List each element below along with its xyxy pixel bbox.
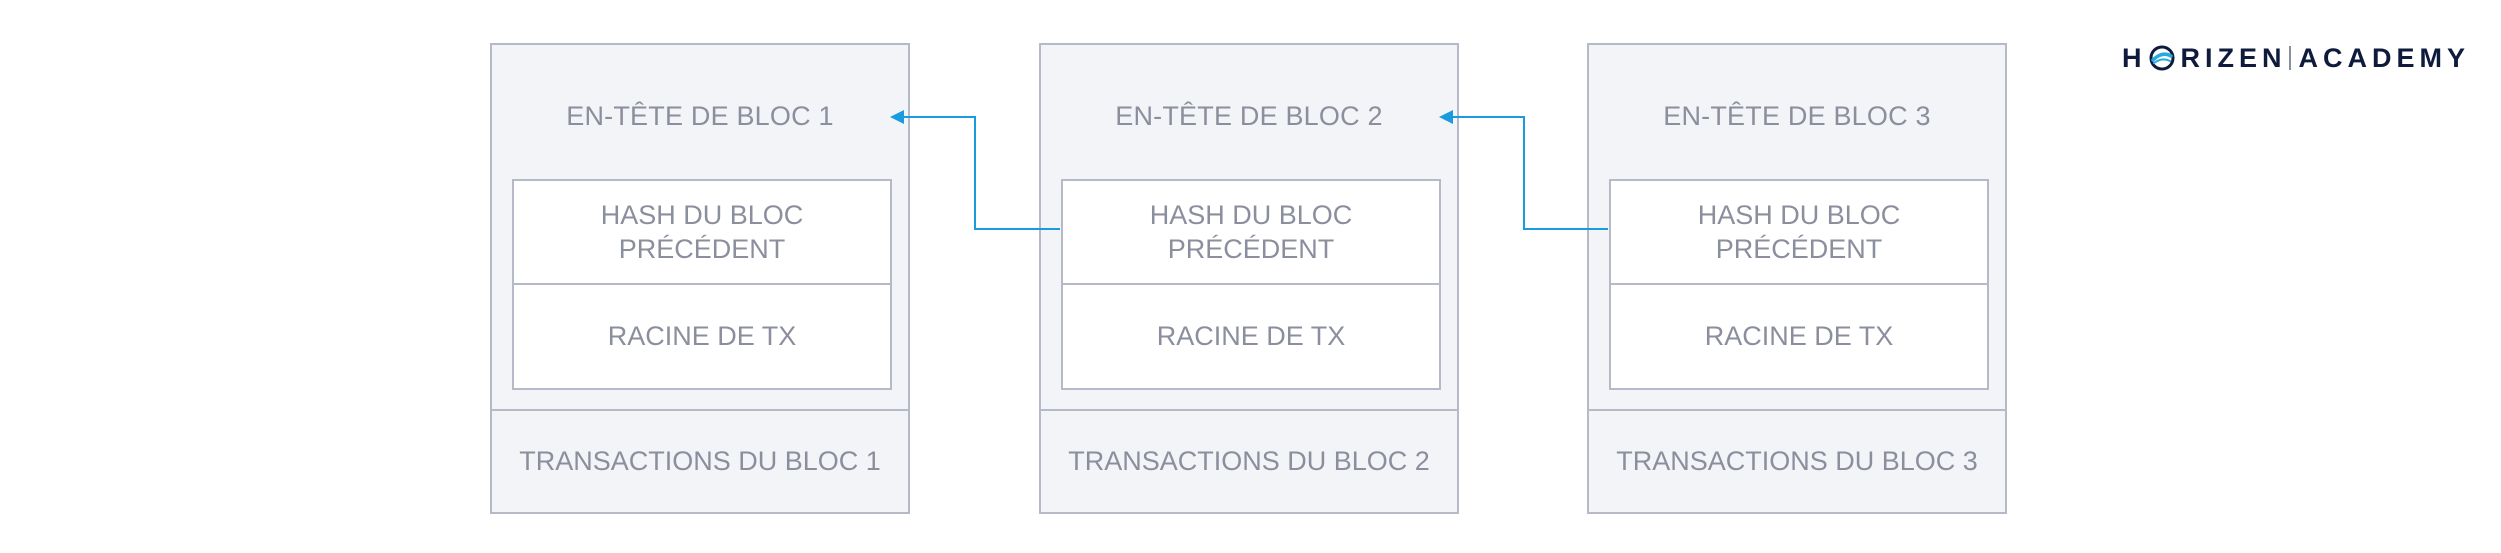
logo-brand-suffix: RIZEN — [2180, 42, 2287, 73]
block-transactions: TRANSACTIONS DU BLOC 1 — [519, 446, 881, 476]
link-block-2-to-block-1 — [890, 110, 1060, 230]
logo-product: ACADEMY — [2298, 42, 2471, 73]
block-transactions: TRANSACTIONS DU BLOC 2 — [1068, 446, 1430, 476]
header-fields: HASH DU BLOC PRÉCÉDENT RACINE DE TX — [1061, 179, 1441, 390]
previous-hash-field: HASH DU BLOC PRÉCÉDENT — [514, 181, 890, 285]
block-3: EN-TÊTE DE BLOC 3 HASH DU BLOC PRÉCÉDENT… — [1587, 43, 2007, 514]
block-1: EN-TÊTE DE BLOC 1 HASH DU BLOC PRÉCÉDENT… — [490, 43, 910, 514]
tx-root-field: RACINE DE TX — [1156, 321, 1346, 351]
link-block-3-to-block-2 — [1439, 110, 1608, 230]
header-fields: HASH DU BLOC PRÉCÉDENT RACINE DE TX — [1609, 179, 1989, 390]
block-header: EN-TÊTE DE BLOC 1 HASH DU BLOC PRÉCÉDENT… — [492, 45, 908, 411]
block-header: EN-TÊTE DE BLOC 3 HASH DU BLOC PRÉCÉDENT… — [1589, 45, 2005, 411]
tx-root-field: RACINE DE TX — [1704, 321, 1894, 351]
link-line — [1451, 116, 1608, 230]
horizen-o-icon — [2149, 45, 2175, 71]
block-header: EN-TÊTE DE BLOC 2 HASH DU BLOC PRÉCÉDENT… — [1041, 45, 1457, 411]
block-header-title: EN-TÊTE DE BLOC 3 — [1663, 101, 1931, 131]
block-transactions: TRANSACTIONS DU BLOC 3 — [1616, 446, 1978, 476]
block-2: EN-TÊTE DE BLOC 2 HASH DU BLOC PRÉCÉDENT… — [1039, 43, 1459, 514]
link-line — [902, 116, 1060, 230]
block-header-title: EN-TÊTE DE BLOC 1 — [566, 101, 834, 131]
horizen-academy-logo: H RIZEN ACADEMY — [2122, 40, 2470, 76]
logo-divider — [2288, 46, 2291, 70]
header-fields: HASH DU BLOC PRÉCÉDENT RACINE DE TX — [512, 179, 892, 390]
tx-root-field: RACINE DE TX — [607, 321, 797, 351]
logo-brand-prefix: H — [2122, 42, 2147, 73]
previous-hash-field: HASH DU BLOC PRÉCÉDENT — [1611, 181, 1987, 285]
block-header-title: EN-TÊTE DE BLOC 2 — [1115, 101, 1383, 131]
previous-hash-field: HASH DU BLOC PRÉCÉDENT — [1063, 181, 1439, 285]
